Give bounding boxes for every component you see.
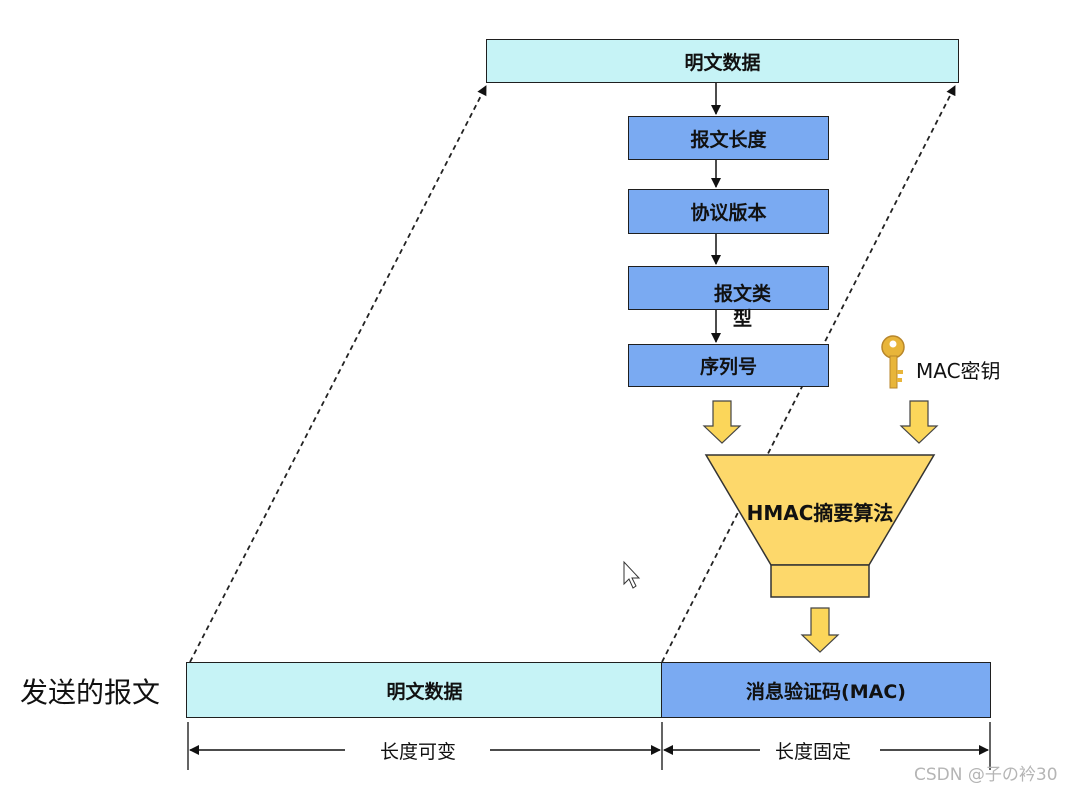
hmac-funnel-neck xyxy=(770,564,870,598)
message-length-box: 报文长度 xyxy=(628,116,829,160)
dashed-left-line xyxy=(189,85,487,663)
block-arrow-hmac-to-mac xyxy=(800,607,840,653)
hmac-label: HMAC摘要算法 xyxy=(746,501,894,525)
watermark: CSDN @子の衿30 xyxy=(914,765,1058,785)
message-type-box: 报文类型 xyxy=(628,266,829,330)
message-length-label: 报文长度 xyxy=(690,128,767,151)
top-plaintext-box: 明文数据 xyxy=(486,39,959,83)
message-plaintext-box: 明文数据 xyxy=(186,662,663,718)
variable-length-label: 长度可变 xyxy=(374,737,463,764)
sent-message-label: 发送的报文 xyxy=(20,676,161,709)
mouse-cursor-icon xyxy=(623,560,641,589)
message-plaintext-label: 明文数据 xyxy=(386,680,463,703)
sequence-number-box: 序列号 xyxy=(628,344,829,387)
key-icon xyxy=(881,335,905,389)
protocol-version-label: 协议版本 xyxy=(690,202,767,224)
mac-label: 消息验证码(MAC) xyxy=(746,680,906,703)
protocol-version-box: 协议版本 xyxy=(628,189,829,234)
block-arrow-seq-to-hmac xyxy=(702,400,742,444)
message-type-label: 报文类型 xyxy=(713,283,771,330)
fixed-length-label: 长度固定 xyxy=(769,737,858,764)
sequence-number-label: 序列号 xyxy=(699,356,757,378)
mac-box: 消息验证码(MAC) xyxy=(661,662,991,718)
top-plaintext-label: 明文数据 xyxy=(684,51,761,74)
mac-key-label: MAC密钥 xyxy=(916,359,1001,383)
block-arrow-key-to-hmac xyxy=(899,400,939,444)
